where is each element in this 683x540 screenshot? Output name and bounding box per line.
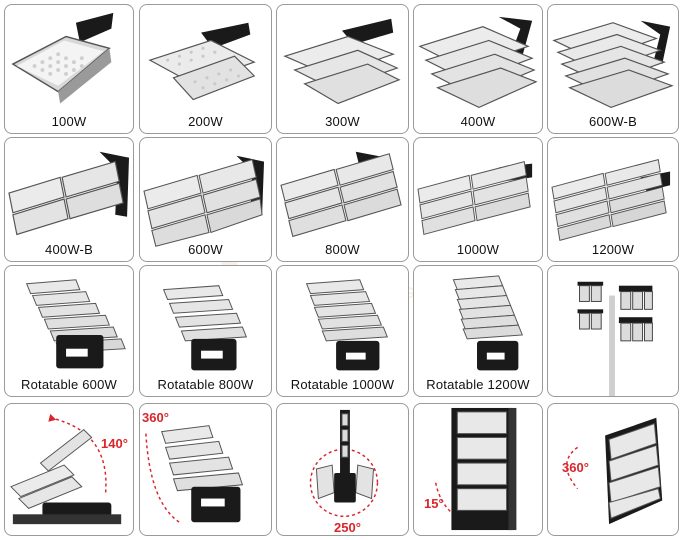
angle-250-label: 250° (334, 520, 361, 535)
product-tile-pole-installation[interactable] (547, 265, 679, 397)
product-tile-400w-b[interactable]: 400W-B (4, 137, 134, 262)
tile-tilt-angle[interactable]: 140° (4, 403, 134, 536)
product-tile-1000w[interactable]: 1000W (413, 137, 543, 262)
rotation-360-image (145, 425, 244, 523)
rotatable-1200w-image (452, 275, 524, 371)
product-caption: Rotatable 600W (20, 377, 118, 392)
tile-rotation-250[interactable]: 250° (276, 403, 409, 536)
product-caption: 600W-B (589, 114, 637, 129)
product-caption: 800W (325, 242, 360, 257)
rotatable-1000w-image (305, 279, 389, 371)
tile-rotation-360-b[interactable]: 360° (547, 403, 679, 536)
product-tile-rotatable-800w[interactable]: Rotatable 800W (139, 265, 272, 397)
tilt-15-image (434, 407, 517, 531)
floodlight-600w-b-image (552, 20, 674, 109)
product-caption: Rotatable 1000W (290, 377, 395, 392)
angle-360-b-label: 360° (562, 460, 589, 475)
floodlight-300w-image (283, 18, 401, 105)
floodlight-1000w-image (417, 161, 533, 236)
rotation-360-b-image (565, 417, 663, 525)
product-caption: 300W (325, 114, 360, 129)
product-tile-rotatable-1200w[interactable]: Rotatable 1200W (413, 265, 543, 397)
product-tile-rotatable-600w[interactable]: Rotatable 600W (4, 265, 134, 397)
product-caption: 1000W (456, 242, 500, 257)
product-tile-rotatable-1000w[interactable]: Rotatable 1000W (276, 265, 409, 397)
rotation-250-image (309, 409, 379, 518)
product-tile-100w[interactable]: 100W (4, 4, 134, 134)
rotatable-600w-image (25, 279, 126, 369)
product-caption: 1200W (591, 242, 635, 257)
product-tile-600w-b[interactable]: 600W-B (547, 4, 679, 134)
product-caption: 100W (51, 114, 87, 129)
floodlight-400w-b-image (8, 151, 130, 236)
floodlight-1200w-image (551, 159, 671, 241)
floodlight-200w-image (148, 22, 256, 101)
angle-140-label: 140° (101, 436, 128, 451)
angle-360-label: 360° (142, 410, 169, 425)
product-caption: 600W (188, 242, 223, 257)
product-tile-600w[interactable]: 600W (139, 137, 272, 262)
pole-installation-image (577, 281, 653, 396)
product-caption: 200W (188, 114, 223, 129)
tile-tilt-15[interactable]: 15° (413, 403, 543, 536)
floodlight-600w-image (143, 155, 265, 247)
product-caption: Rotatable 1200W (426, 377, 530, 392)
rotatable-800w-image (162, 285, 248, 371)
angle-15-label: 15° (424, 496, 444, 511)
tile-rotation-360[interactable]: 360° (139, 403, 272, 536)
product-tile-200w[interactable]: 200W (139, 4, 272, 134)
product-tile-400w[interactable]: 400W (413, 4, 543, 134)
floodlight-100w-image (11, 12, 114, 104)
product-caption: Rotatable 800W (157, 377, 254, 392)
floodlight-800w-image (280, 151, 402, 238)
product-caption: 400W-B (45, 242, 93, 257)
product-tile-300w[interactable]: 300W (276, 4, 409, 134)
product-caption: 400W (460, 114, 496, 129)
product-tile-800w[interactable]: 800W (276, 137, 409, 262)
product-tile-1200w[interactable]: 1200W (547, 137, 679, 262)
tilt-angle-image (10, 413, 122, 525)
floodlight-400w-image (418, 16, 538, 109)
